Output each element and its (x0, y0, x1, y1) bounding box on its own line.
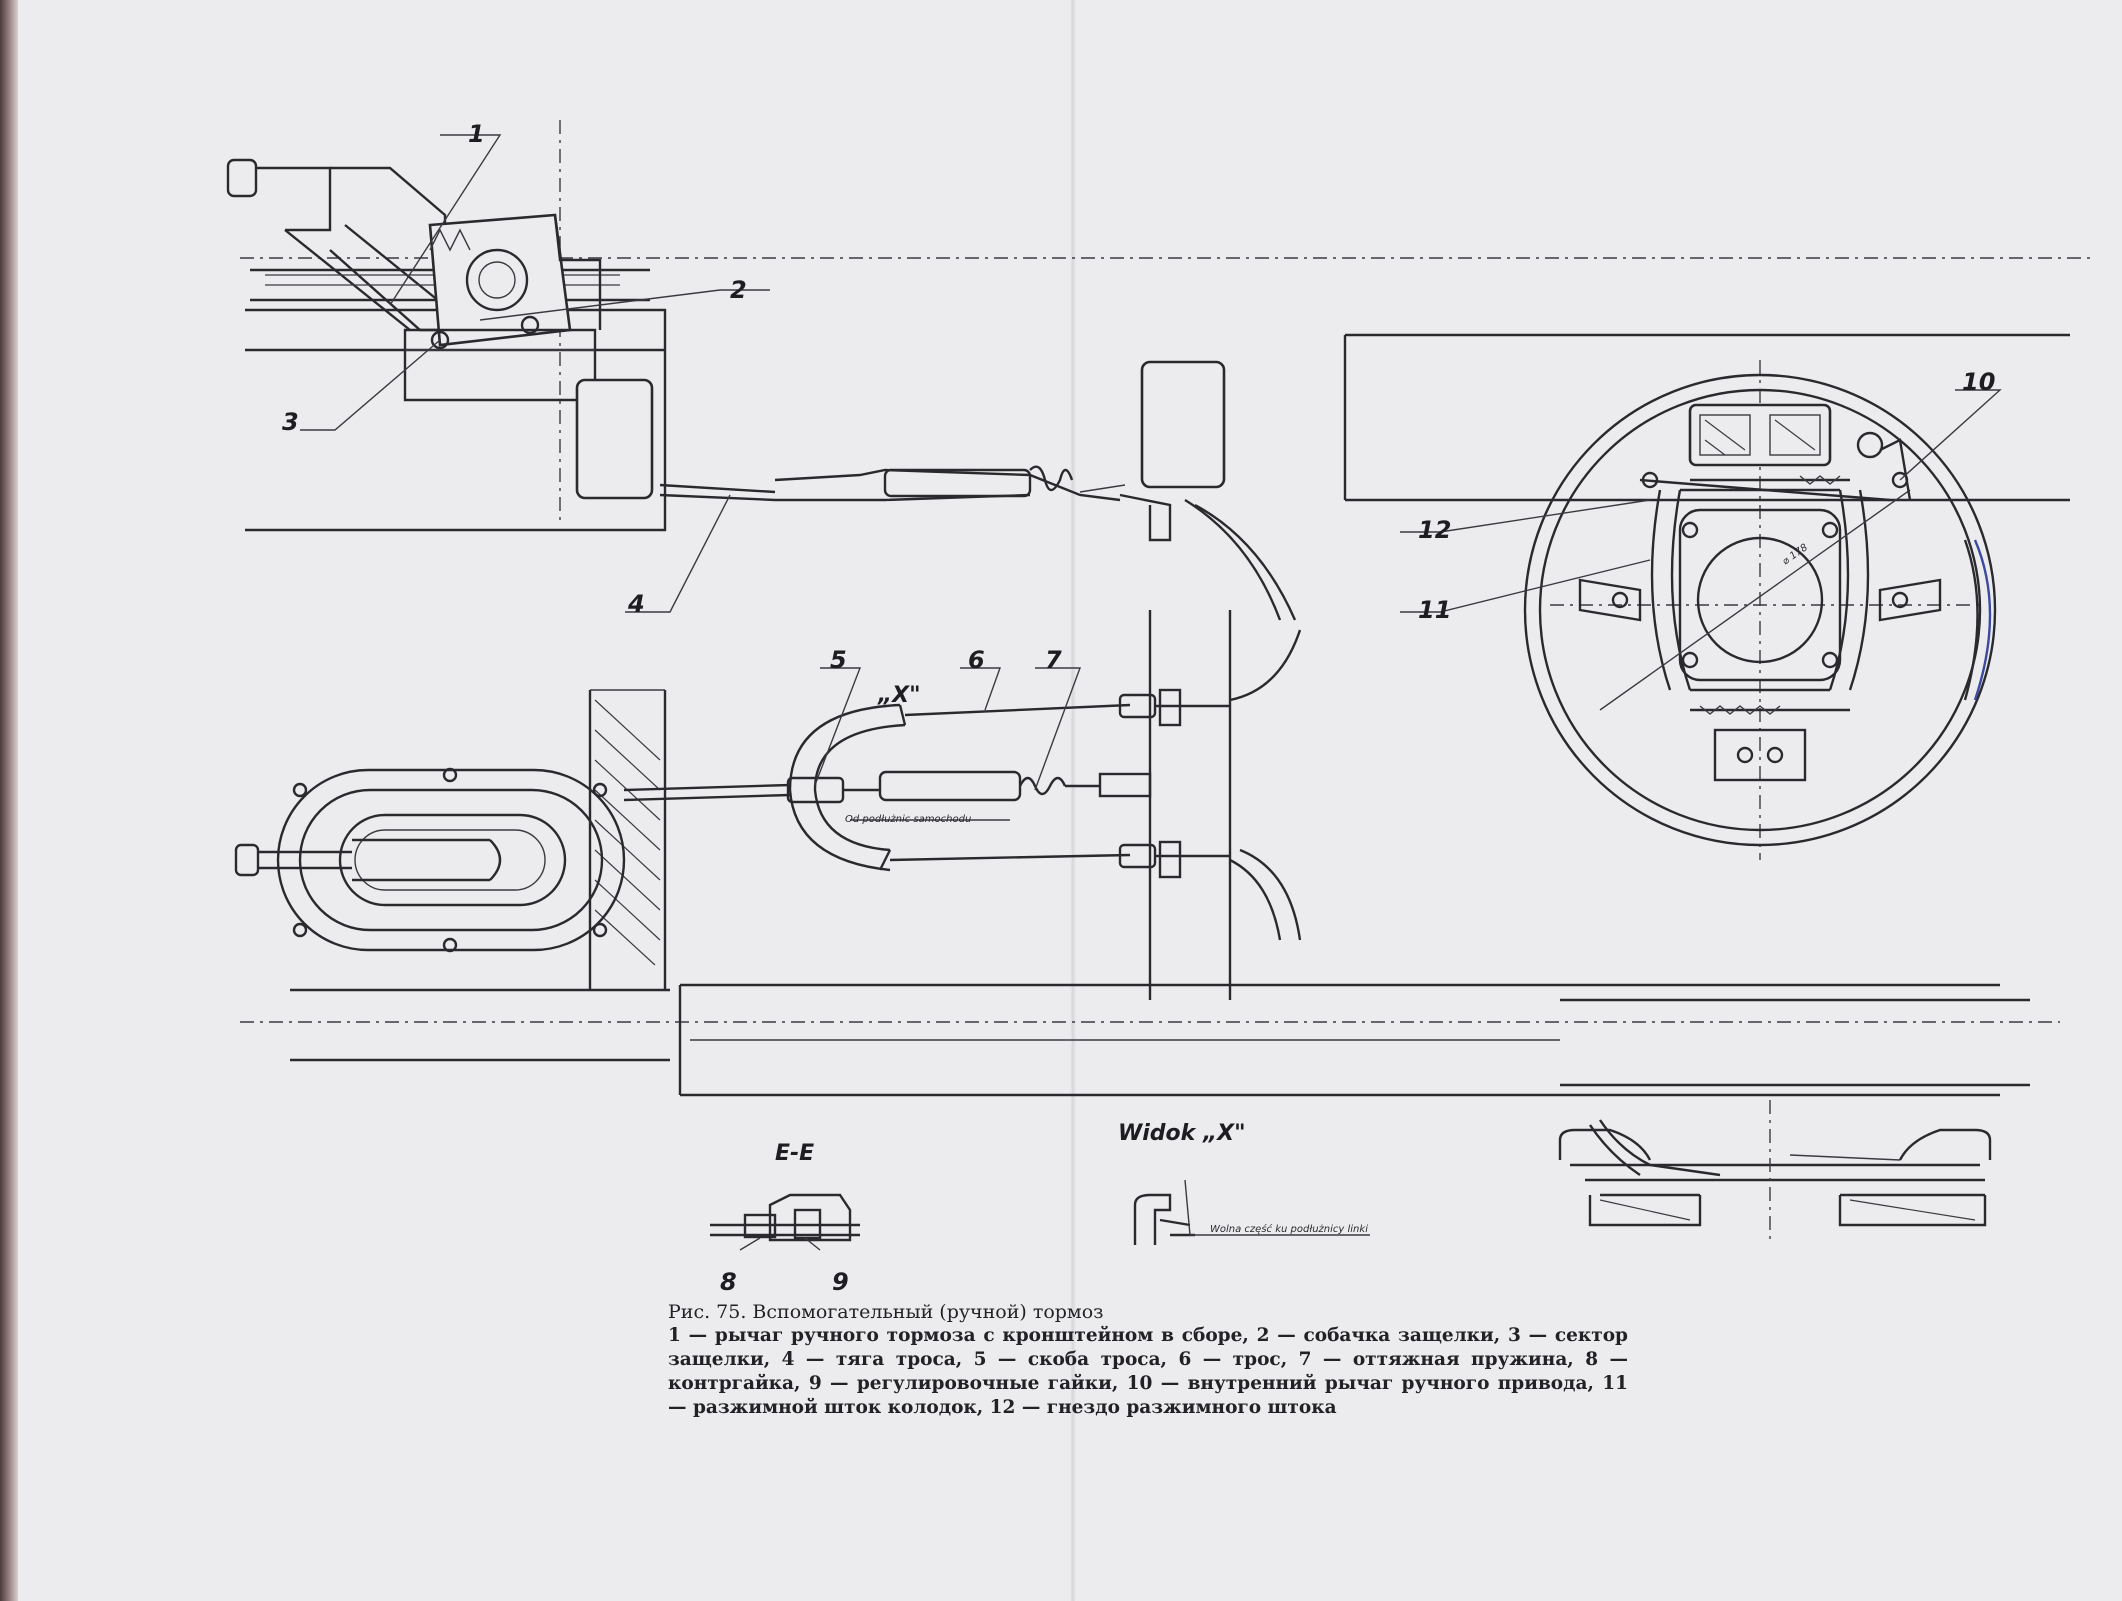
figure-caption: Рис. 75. Вспомогательный (ручной) тормоз… (668, 1300, 1628, 1420)
view-x-title: Widok „X" (1118, 1121, 1246, 1146)
caption-body: 1 — рычаг ручного тормоза с кронштейном … (668, 1325, 1628, 1418)
handbrake-lever-assembly (226, 158, 650, 402)
callout-6: 6 (968, 646, 985, 674)
cable-note: Od podłużnic samochodu (845, 814, 971, 825)
cable-rod-upper (575, 360, 1297, 621)
section-e-e-detail (710, 1193, 860, 1251)
caption-title: Рис. 75. Вспомогательный (ручной) тормоз (668, 1301, 1104, 1323)
callouts: 1 2 3 4 5 6 7 8 9 10 12 11 (282, 120, 1995, 1296)
callout-5: 5 (830, 646, 847, 674)
lever-boot-lower (234, 767, 626, 953)
callout-9: 9 (832, 1268, 849, 1296)
view-labels: „X" E-E Widok „X" ⌀ 178 Od podłużnic sam… (775, 542, 1810, 1235)
callout-8: 8 (720, 1268, 737, 1296)
callout-3: 3 (282, 408, 299, 436)
callout-2: 2 (730, 276, 747, 304)
callout-1: 1 (468, 120, 485, 148)
callout-7: 7 (1045, 646, 1062, 674)
callout-10: 10 (1962, 368, 1995, 396)
view-x-note: Wolna część ku podłużnicy linki (1210, 1223, 1368, 1235)
view-x-detail (1133, 1179, 1370, 1245)
callout-11: 11 (1418, 596, 1451, 624)
leader-lines (300, 134, 2002, 791)
page-edge (0, 0, 18, 1601)
brake-drum-assembly (1523, 373, 1997, 847)
callout-4: 4 (627, 590, 645, 618)
section-e-e-title: E-E (775, 1141, 814, 1166)
view-x-marker: „X" (877, 683, 921, 708)
page-fold (1070, 0, 1076, 1601)
brake-section-view (1558, 1100, 1992, 1240)
cable-rod-lower (623, 629, 1302, 941)
callout-12: 12 (1418, 516, 1451, 544)
